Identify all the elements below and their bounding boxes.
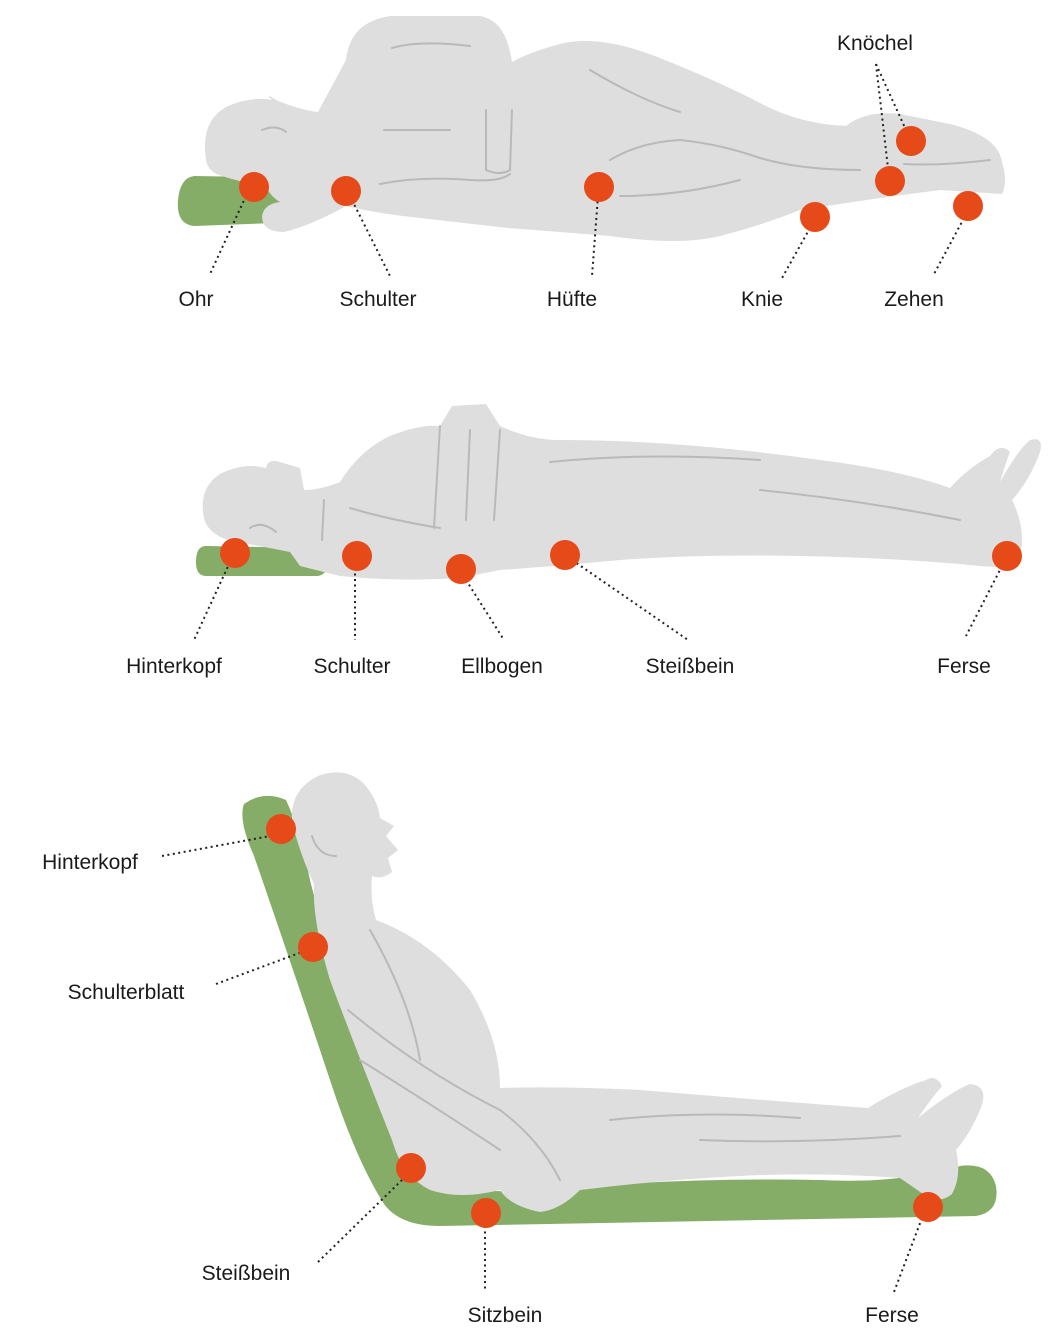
- pressure-point-heel: [913, 1192, 943, 1222]
- label-coccyx: Steißbein: [646, 655, 735, 678]
- pressure-point-hip: [584, 172, 614, 202]
- label-hip: Hüfte: [547, 288, 597, 311]
- label-shoulder: Schulter: [313, 655, 390, 678]
- pressure-point-shoulder: [331, 176, 361, 206]
- label-ankle: Knöchel: [837, 32, 913, 55]
- label-coccyx: Steißbein: [202, 1262, 291, 1285]
- label-heel: Ferse: [937, 655, 991, 678]
- leader-coccyx: [572, 560, 688, 640]
- pressure-point-shoulder: [342, 541, 372, 571]
- pressure-point-knee: [800, 202, 830, 232]
- figure-side-lying: Ohr Schulter Hüfte Knie Zehen Knöchel: [178, 16, 1005, 311]
- pressure-point-elbow: [446, 554, 476, 584]
- leader-heel: [894, 1218, 922, 1292]
- pressure-point-back-of-head: [266, 814, 296, 844]
- pressure-point-sit-bone: [471, 1198, 501, 1228]
- label-ear: Ohr: [178, 288, 213, 311]
- leader-heel: [966, 566, 1002, 636]
- leader-toes: [934, 218, 964, 274]
- pressure-point-heel: [992, 541, 1022, 571]
- leader-knee: [782, 228, 810, 278]
- label-back-of-head: Hinterkopf: [42, 851, 138, 874]
- pressure-point-coccyx: [550, 540, 580, 570]
- sitting-body-silhouette: [292, 772, 983, 1212]
- pressure-point-coccyx: [396, 1153, 426, 1183]
- label-shoulder-blade: Schulterblatt: [68, 981, 185, 1004]
- leader-shoulder-blade: [216, 952, 302, 984]
- leader-elbow: [466, 580, 504, 640]
- figure-semi-sitting: Hinterkopf Schulterblatt Steißbein Sitzb…: [42, 772, 996, 1327]
- leader-coccyx: [318, 1180, 402, 1262]
- label-back-of-head: Hinterkopf: [126, 655, 222, 678]
- label-heel: Ferse: [865, 1304, 919, 1327]
- label-toes: Zehen: [884, 288, 944, 311]
- pressure-point-back-of-head: [220, 538, 250, 568]
- label-elbow: Ellbogen: [461, 655, 543, 678]
- label-knee: Knie: [741, 288, 783, 311]
- label-sit-bone: Sitzbein: [468, 1304, 543, 1327]
- pressure-point-ankle-lower: [875, 166, 905, 196]
- label-shoulder: Schulter: [339, 288, 416, 311]
- pressure-point-ear: [239, 172, 269, 202]
- figure-supine: Hinterkopf Schulter Ellbogen Steißbein F…: [126, 404, 1041, 678]
- pressure-point-toes: [953, 191, 983, 221]
- pressure-point-shoulder-blade: [298, 932, 328, 962]
- pressure-point-ankle-upper: [896, 126, 926, 156]
- supine-body-silhouette: [203, 404, 1041, 580]
